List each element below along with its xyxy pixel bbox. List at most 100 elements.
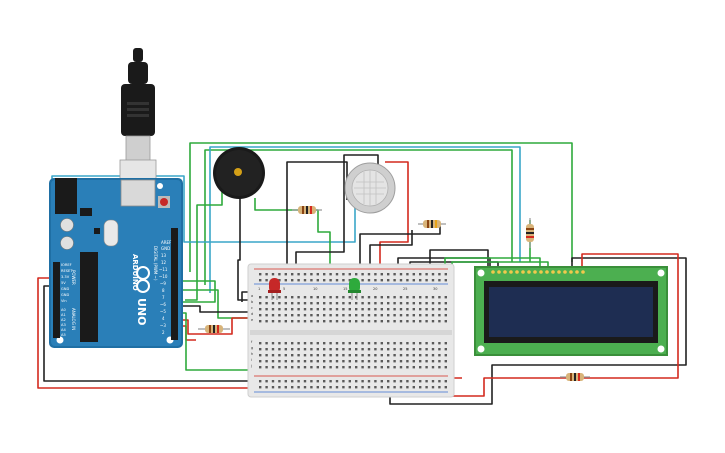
breadboard-hole[interactable] (367, 314, 371, 317)
breadboard-hole[interactable] (361, 348, 364, 351)
breadboard-hole[interactable] (342, 380, 345, 383)
breadboard-hole[interactable] (303, 354, 307, 357)
breadboard-hole[interactable] (335, 342, 339, 345)
breadboard-hole[interactable] (265, 308, 268, 311)
breadboard-hole[interactable] (387, 380, 390, 383)
wire-blue-top-loop[interactable] (209, 146, 521, 293)
breadboard-hole[interactable] (374, 380, 377, 383)
breadboard-hole[interactable] (342, 354, 345, 357)
breadboard-hole[interactable] (419, 342, 422, 345)
breadboard-hole[interactable] (406, 320, 409, 323)
breadboard-hole[interactable] (271, 386, 275, 389)
breadboard-hole[interactable] (399, 366, 403, 369)
breadboard-hole[interactable] (259, 386, 262, 389)
breadboard-hole[interactable] (284, 314, 287, 317)
breadboard-hole[interactable] (348, 302, 351, 305)
breadboard-hole[interactable] (412, 380, 415, 383)
breadboard-hole[interactable] (425, 366, 428, 369)
breadboard-hole[interactable] (329, 296, 332, 299)
lcd-pin[interactable] (527, 270, 531, 274)
breadboard-hole[interactable] (342, 302, 345, 305)
breadboard-hole[interactable] (367, 302, 371, 305)
breadboard-hole[interactable] (393, 314, 396, 317)
breadboard-hole[interactable] (297, 342, 300, 345)
breadboard-hole[interactable] (393, 273, 396, 276)
breadboard-hole[interactable] (361, 314, 364, 317)
breadboard-hole[interactable] (425, 342, 428, 345)
wire-black-lcd-3[interactable] (429, 249, 489, 270)
lcd-pin[interactable] (509, 270, 513, 274)
breadboard-hole[interactable] (284, 296, 287, 299)
breadboard-hole[interactable] (303, 342, 307, 345)
breadboard-hole[interactable] (393, 354, 396, 357)
breadboard-hole[interactable] (355, 308, 358, 311)
breadboard-hole[interactable] (297, 366, 300, 369)
breadboard-hole[interactable] (259, 302, 262, 305)
breadboard-hole[interactable] (380, 320, 383, 323)
breadboard-hole[interactable] (303, 366, 307, 369)
breadboard-hole[interactable] (310, 273, 313, 276)
breadboard-hole[interactable] (361, 296, 364, 299)
breadboard-hole[interactable] (399, 320, 403, 323)
breadboard-hole[interactable] (265, 342, 268, 345)
breadboard-hole[interactable] (425, 314, 428, 317)
breadboard-hole[interactable] (419, 348, 422, 351)
breadboard-hole[interactable] (310, 296, 313, 299)
resistor-buzzer[interactable] (292, 206, 322, 214)
breadboard-hole[interactable] (367, 348, 371, 351)
lcd-pin[interactable] (491, 270, 495, 274)
breadboard-hole[interactable] (444, 302, 447, 305)
breadboard-hole[interactable] (284, 273, 287, 276)
breadboard-hole[interactable] (399, 348, 403, 351)
breadboard-hole[interactable] (438, 302, 441, 305)
lcd-pin[interactable] (539, 270, 543, 274)
breadboard-hole[interactable] (438, 366, 441, 369)
breadboard-hole[interactable] (303, 279, 307, 282)
breadboard-hole[interactable] (361, 386, 364, 389)
breadboard-hole[interactable] (271, 296, 275, 299)
breadboard-hole[interactable] (316, 386, 319, 389)
breadboard-hole[interactable] (284, 342, 287, 345)
breadboard-hole[interactable] (303, 308, 307, 311)
breadboard-hole[interactable] (342, 296, 345, 299)
breadboard-hole[interactable] (291, 348, 294, 351)
breadboard-hole[interactable] (399, 302, 403, 305)
breadboard-hole[interactable] (265, 366, 268, 369)
wire-green-buzzer[interactable] (185, 190, 223, 301)
breadboard-hole[interactable] (367, 386, 371, 389)
breadboard-hole[interactable] (335, 302, 339, 305)
breadboard-hole[interactable] (329, 320, 332, 323)
breadboard-hole[interactable] (355, 273, 358, 276)
breadboard-hole[interactable] (316, 354, 319, 357)
breadboard-hole[interactable] (355, 354, 358, 357)
wire-green-d1[interactable] (180, 280, 216, 303)
breadboard-hole[interactable] (265, 386, 268, 389)
breadboard-hole[interactable] (419, 386, 422, 389)
breadboard-hole[interactable] (438, 308, 441, 311)
breadboard-hole[interactable] (374, 354, 377, 357)
lcd-pin[interactable] (497, 270, 501, 274)
breadboard-hole[interactable] (323, 380, 326, 383)
breadboard-hole[interactable] (271, 342, 275, 345)
breadboard-hole[interactable] (271, 302, 275, 305)
breadboard-hole[interactable] (342, 314, 345, 317)
breadboard-hole[interactable] (284, 320, 287, 323)
breadboard-hole[interactable] (329, 273, 332, 276)
breadboard-hole[interactable] (412, 314, 415, 317)
breadboard-hole[interactable] (393, 296, 396, 299)
breadboard-hole[interactable] (335, 366, 339, 369)
breadboard-hole[interactable] (342, 273, 345, 276)
breadboard-hole[interactable] (342, 320, 345, 323)
breadboard-hole[interactable] (335, 360, 339, 363)
breadboard-hole[interactable] (444, 279, 447, 282)
breadboard-hole[interactable] (297, 314, 300, 317)
resistor-vertical[interactable] (526, 218, 534, 248)
breadboard-hole[interactable] (367, 273, 371, 276)
breadboard-hole[interactable] (348, 348, 351, 351)
breadboard-hole[interactable] (374, 348, 377, 351)
breadboard-hole[interactable] (412, 308, 415, 311)
breadboard-hole[interactable] (297, 360, 300, 363)
breadboard-hole[interactable] (278, 273, 281, 276)
breadboard-hole[interactable] (399, 279, 403, 282)
breadboard-hole[interactable] (355, 296, 358, 299)
